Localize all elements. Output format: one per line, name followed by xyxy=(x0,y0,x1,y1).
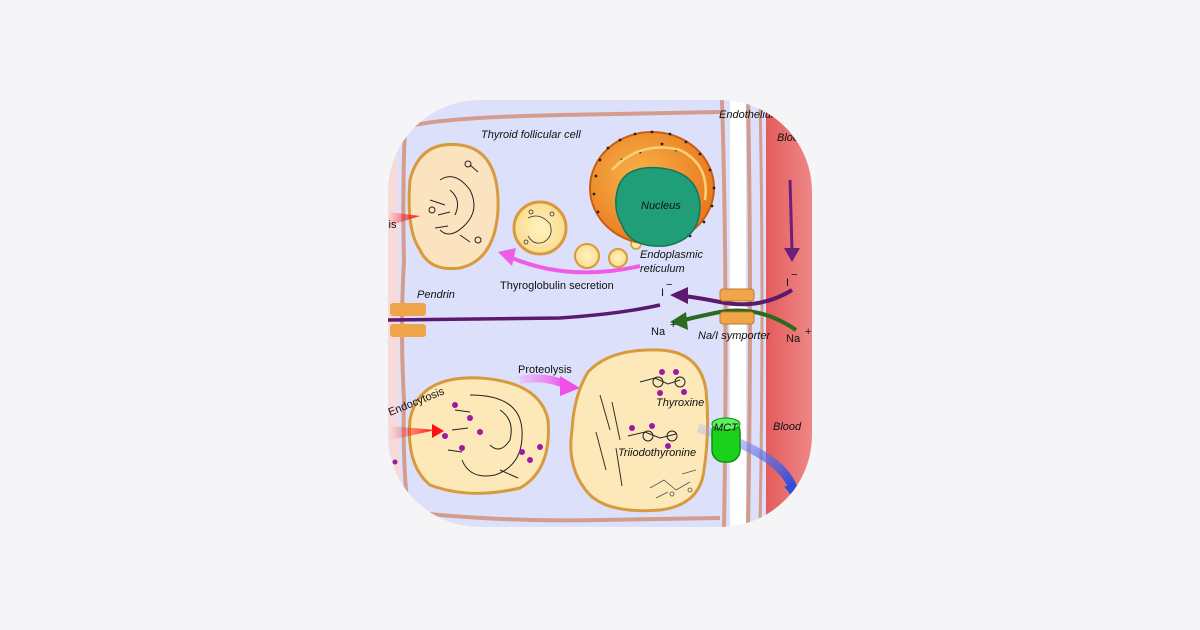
sodium-cell-charge: + xyxy=(670,319,676,331)
iodide-blood-charge: − xyxy=(791,269,797,281)
secretory-vesicle-large-molecule xyxy=(523,209,555,245)
upper-colloid-vesicle xyxy=(407,142,500,271)
endoplasmic-reticulum-label-line1: Endoplasmic xyxy=(640,249,703,261)
iodide-blood-label: I xyxy=(786,277,789,289)
endocytic-thyroglobulin-molecule xyxy=(447,394,523,479)
iodide-cell-label: I xyxy=(661,287,664,299)
endocytosis-arrow xyxy=(390,426,436,440)
sodium-uptake-arrowhead xyxy=(670,312,688,330)
thyroglobulin-secretion-arrowhead xyxy=(498,248,516,266)
thyroid-follicular-cell-label: Thyroid follicular cell xyxy=(481,129,581,141)
endoplasmic-reticulum-label-line2: reticulum xyxy=(640,263,685,275)
sodium-blood-label: Na xyxy=(786,333,801,345)
iodide-uptake-arrowhead xyxy=(670,287,688,304)
mct-label: MCT xyxy=(714,422,739,434)
secretory-vesicle-large xyxy=(512,200,568,256)
lysosome-vesicle xyxy=(569,348,710,513)
iodide-uptake-arrow xyxy=(683,288,794,307)
pendrin-channel-bottom xyxy=(390,324,426,337)
endocytic-vesicle xyxy=(407,376,550,495)
secretory-vesicle-small xyxy=(608,248,628,268)
upper-thyroglobulin-molecule xyxy=(428,160,482,244)
er-cisterna xyxy=(611,146,707,201)
thyroxine-iodine-dots xyxy=(657,369,687,396)
endothelium-membrane-inner xyxy=(720,100,728,527)
thyroxine-molecule xyxy=(639,376,686,388)
proteolysis-arrowhead xyxy=(560,376,580,396)
triiodothyronine-molecule xyxy=(627,430,678,442)
blood-label-middle: Blood xyxy=(773,421,802,433)
blood-label-top: Blood xyxy=(777,132,806,144)
blood-vessel xyxy=(766,100,812,527)
endothelial-cell-edge xyxy=(758,100,764,527)
endocytosis-arrowhead xyxy=(432,424,444,438)
exocytosis-arrow xyxy=(388,212,420,226)
cell-membrane-bottom xyxy=(409,510,721,523)
secretory-vesicle-medium xyxy=(574,243,600,269)
triiodothyronine-label: Triiodothyronine xyxy=(618,447,696,459)
iodide-cell-charge: − xyxy=(666,279,672,291)
pendrin-label: Pendrin xyxy=(417,289,455,301)
pendrin-channel-top xyxy=(390,303,426,316)
mct-transporter-top xyxy=(711,417,741,431)
iodide-blood-arrowhead xyxy=(784,248,800,262)
nucleus xyxy=(615,166,701,247)
thyroglobulin-secretion-arrow xyxy=(511,256,641,275)
endocytic-iodine-dots xyxy=(392,402,543,465)
nucleus-label: Nucleus xyxy=(641,200,681,212)
thyroxine-label: Thyroxine xyxy=(656,397,704,409)
iodide-transport-line xyxy=(388,303,661,322)
exocytosis-label: sis xyxy=(383,219,397,231)
sodium-cell-label: Na xyxy=(651,326,666,338)
triiodothyronine-iodine-dots xyxy=(629,423,671,449)
endothelium-membrane-outer xyxy=(746,100,752,527)
lysosome-fragments xyxy=(595,394,623,487)
symporter-label: Na/I symporter xyxy=(698,330,771,342)
lysosome-debris xyxy=(649,469,697,499)
symporter-channel-top xyxy=(719,288,755,302)
er-ribosome-dots xyxy=(592,130,716,238)
sodium-uptake-arrow xyxy=(683,308,798,332)
proteolysis-label: Proteolysis xyxy=(518,364,572,376)
sodium-blood-charge: + xyxy=(805,326,811,338)
endothelium-label: Endothelium xyxy=(719,109,780,121)
thyroglobulin-secretion-label: Thyroglobulin secretion xyxy=(500,280,614,292)
iodide-blood-arrow xyxy=(788,179,794,251)
symporter-channel-bottom xyxy=(719,311,755,325)
